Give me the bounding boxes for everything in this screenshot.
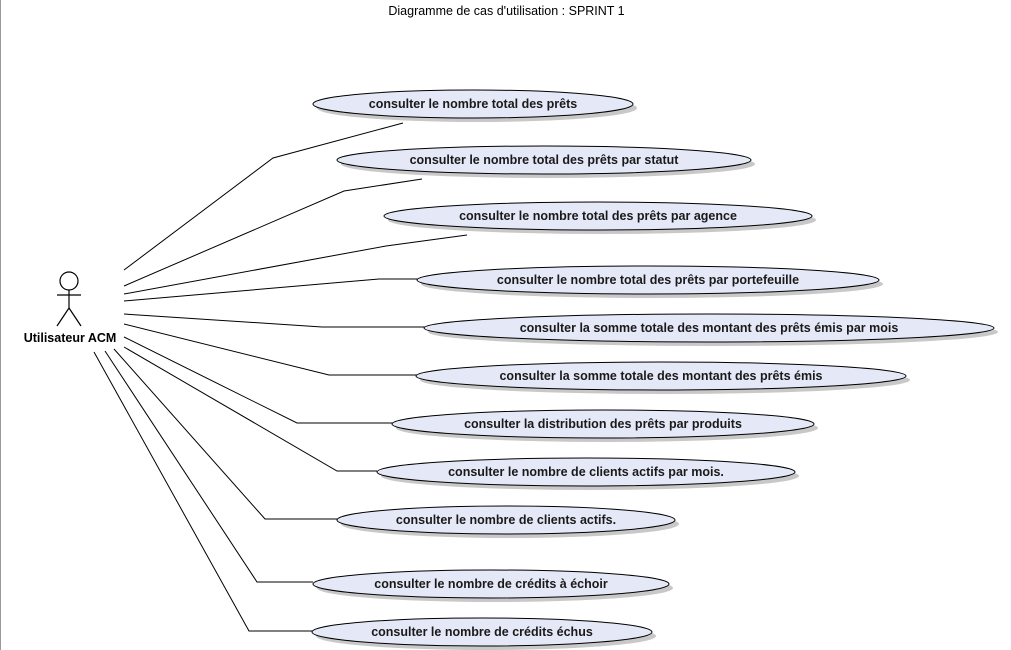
use-case-label: consulter le nombre de clients actifs pa…	[448, 465, 724, 479]
use-case-ellipse	[376, 457, 796, 487]
association-line	[123, 122, 404, 271]
actor-name: Utilisateur ACM	[24, 331, 117, 345]
association-line	[104, 350, 313, 583]
association-line	[123, 323, 417, 376]
diagram-title: Diagramme de cas d'utilisation : SPRINT …	[388, 4, 625, 18]
association-line	[123, 278, 418, 302]
actor-right-leg	[68, 307, 82, 327]
association-line	[123, 346, 377, 472]
use-case[interactable]: consulter la distribution des prêts par …	[391, 409, 818, 442]
association-line	[123, 336, 393, 424]
use-case-ellipse	[423, 313, 995, 343]
actor-utilisateur-acm[interactable]: Utilisateur ACM	[24, 271, 117, 345]
use-case-ellipse	[312, 569, 670, 599]
use-case-label: consulter le nombre total des prêts	[369, 97, 577, 111]
use-case-ellipse	[383, 201, 813, 231]
use-case-label: consulter le nombre de crédits à échoir	[374, 577, 608, 591]
use-case-ellipse	[312, 89, 634, 119]
association-line	[123, 313, 426, 328]
association-lines	[93, 122, 468, 632]
use-case[interactable]: consulter le nombre total des prêts	[312, 89, 637, 122]
actor-left-leg	[56, 307, 70, 327]
use-case-label: consulter le nombre de crédits échus	[371, 625, 593, 639]
association-line	[113, 348, 337, 520]
use-case-label: consulter la somme totale des montant de…	[520, 321, 899, 335]
use-case-ellipse	[416, 265, 880, 295]
use-case[interactable]: consulter le nombre total des prêts par …	[383, 201, 816, 234]
association-line	[93, 351, 313, 632]
use-case[interactable]: consulter la somme totale des montant de…	[415, 361, 910, 394]
use-case-label: consulter la somme totale des montant de…	[499, 369, 822, 383]
use-case-label: consulter le nombre total des prêts par …	[459, 209, 737, 223]
use-case-ellipse	[391, 409, 815, 439]
use-cases: consulter le nombre total des prêts consu…	[311, 89, 998, 650]
use-case[interactable]: consulter le nombre de crédits à échoir	[312, 569, 673, 602]
use-case-label: consulter la distribution des prêts par …	[464, 417, 742, 431]
use-case[interactable]: consulter la somme totale des montant de…	[423, 313, 998, 346]
use-case-label: consulter le nombre de clients actifs.	[396, 513, 616, 527]
use-case-label: consulter le nombre total des prêts par …	[497, 273, 799, 287]
use-case[interactable]: consulter le nombre de clients actifs pa…	[376, 457, 799, 490]
use-case-ellipse	[336, 505, 676, 535]
use-case-ellipse	[311, 617, 653, 647]
use-case[interactable]: consulter le nombre total des prêts par …	[416, 265, 883, 298]
association-line	[123, 234, 468, 295]
use-case[interactable]: consulter le nombre total des prêts par …	[336, 145, 755, 178]
use-case-ellipse	[415, 361, 907, 391]
use-case[interactable]: consulter le nombre de crédits échus	[311, 617, 656, 650]
association-line	[123, 178, 423, 287]
use-case-ellipse	[336, 145, 752, 175]
use-case[interactable]: consulter le nombre de clients actifs.	[336, 505, 679, 538]
use-case-label: consulter le nombre total des prêts par …	[410, 153, 680, 167]
actor-head	[59, 271, 79, 291]
